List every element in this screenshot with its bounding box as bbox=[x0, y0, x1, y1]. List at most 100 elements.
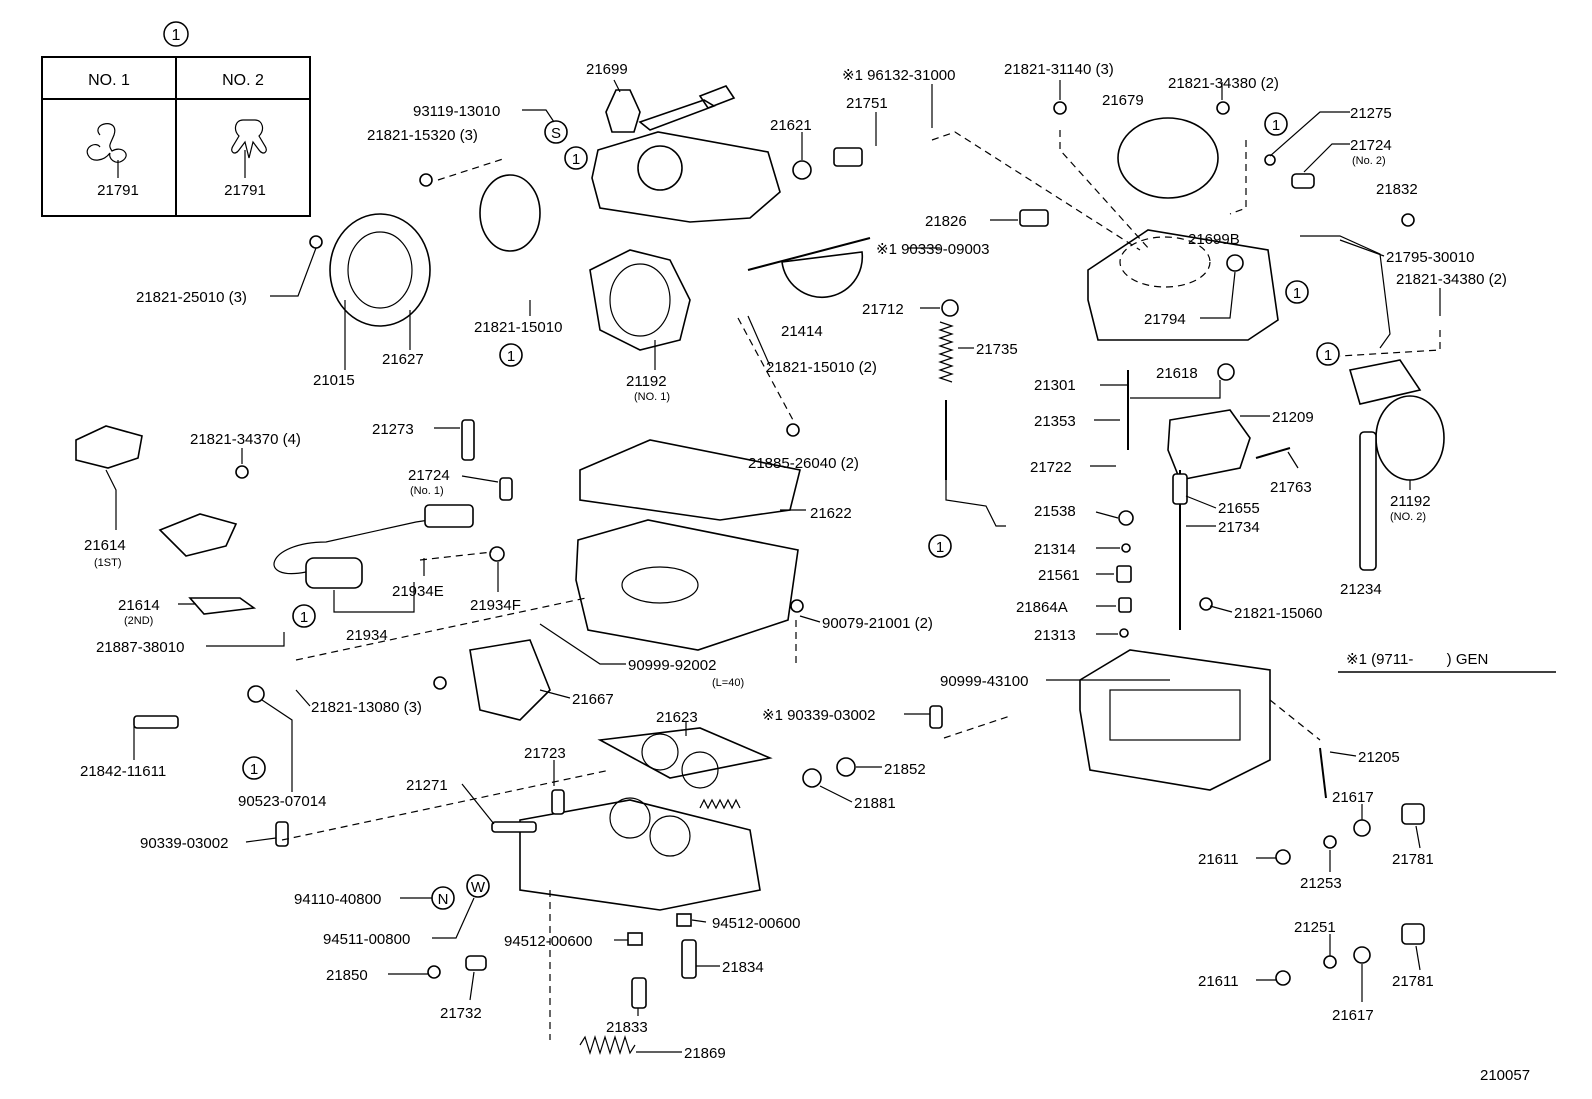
clip-no2-icon bbox=[231, 119, 267, 159]
label-21869: 21869 bbox=[684, 1045, 726, 1062]
pin-21763-icon bbox=[1255, 447, 1291, 459]
bolt-21821-15060-icon bbox=[1199, 597, 1213, 611]
screw-21834-icon bbox=[681, 939, 697, 979]
leader-21887 bbox=[206, 632, 285, 647]
float-bowl-drawing bbox=[1079, 649, 1271, 791]
label-21273: 21273 bbox=[372, 421, 414, 438]
label-21618: 21618 bbox=[1156, 365, 1198, 382]
label-90523-07014: 90523-07014 bbox=[238, 793, 326, 810]
label-21192a: 21192 bbox=[626, 373, 667, 390]
label-21852: 21852 bbox=[884, 761, 926, 778]
label-21313: 21313 bbox=[1034, 627, 1076, 644]
label-21015: 21015 bbox=[313, 372, 355, 389]
float-21209-drawing bbox=[1167, 409, 1251, 481]
pump-21667-drawing bbox=[469, 639, 551, 721]
mark-1-b: 1 bbox=[507, 348, 515, 365]
label-21253: 21253 bbox=[1300, 875, 1342, 892]
label-21735: 21735 bbox=[976, 341, 1018, 358]
label-21699B: 21699B bbox=[1188, 231, 1240, 248]
spring-21724b-icon bbox=[1291, 173, 1315, 189]
label-21192b: 21192 bbox=[1390, 493, 1431, 510]
throttle-bore-a-drawing bbox=[609, 797, 651, 839]
mark-1-c: 1 bbox=[1272, 117, 1280, 134]
dash-line-f bbox=[295, 597, 587, 661]
washer-21617a-icon bbox=[1353, 819, 1371, 837]
label-21627: 21627 bbox=[382, 351, 424, 368]
label-21353: 21353 bbox=[1034, 413, 1076, 430]
jet-21864A-icon bbox=[1118, 597, 1132, 613]
label-21561: 21561 bbox=[1038, 567, 1080, 584]
washer-21881-icon bbox=[802, 768, 822, 788]
label-94110-40800: 94110-40800 bbox=[294, 891, 381, 908]
connector-drawing bbox=[638, 85, 736, 131]
washer-21794-icon bbox=[1226, 254, 1244, 272]
screw-21253-icon bbox=[1323, 835, 1337, 849]
label-21251: 21251 bbox=[1294, 919, 1336, 936]
label-21614b: 21614 bbox=[118, 597, 160, 614]
carb-body-bore1-drawing bbox=[621, 566, 699, 604]
diagram-id: 210057 bbox=[1480, 1067, 1530, 1084]
label-90339-09003: ※1 90339-09003 bbox=[876, 241, 990, 258]
assembly-lines bbox=[281, 130, 1441, 1040]
mark-1-b-circle bbox=[499, 343, 523, 367]
label-21881: 21881 bbox=[854, 795, 896, 812]
label-21795-30010: 21795-30010 bbox=[1386, 249, 1474, 266]
leader-21781b bbox=[1415, 945, 1421, 971]
label-21821-31140: 21821-31140 (3) bbox=[1004, 61, 1114, 78]
spring-21732-icon bbox=[465, 955, 487, 971]
ball-21313-icon bbox=[1119, 628, 1129, 638]
dash-line-i bbox=[943, 715, 1011, 739]
diaphragm-21679-drawing bbox=[1117, 117, 1219, 199]
mark-1-h: 1 bbox=[250, 761, 258, 778]
dash-line-l bbox=[737, 317, 794, 421]
leader-21614a bbox=[105, 469, 117, 530]
label-21271: 21271 bbox=[406, 777, 448, 794]
plate-21414-drawing bbox=[781, 251, 864, 299]
leader-21794 bbox=[1200, 271, 1236, 319]
label-21821-34370: 21821-34370 (4) bbox=[190, 431, 301, 448]
air-horn-right-bore-drawing bbox=[1119, 236, 1211, 288]
label-21712: 21712 bbox=[862, 301, 904, 318]
plate-21614-drawing bbox=[188, 597, 257, 615]
label-21864A: 21864A bbox=[1016, 599, 1068, 616]
label-21842-11611: 21842-11611 bbox=[80, 763, 166, 780]
label-21934: 21934 bbox=[346, 627, 388, 644]
leader-90523 bbox=[261, 699, 293, 792]
plug-21781b-icon bbox=[1401, 923, 1425, 945]
label-21834: 21834 bbox=[722, 959, 764, 976]
leader-21881 bbox=[819, 785, 853, 803]
leader-21275 bbox=[1269, 111, 1350, 157]
spring-21724a-icon bbox=[499, 477, 513, 501]
label-21821-34380b: 21821-34380 (2) bbox=[1396, 271, 1507, 288]
pipe-21234-drawing bbox=[1359, 431, 1377, 571]
gasket-bore-b-drawing bbox=[681, 751, 719, 789]
gasket-21623-drawing bbox=[597, 727, 773, 779]
fitting-21751-icon bbox=[833, 147, 863, 167]
label-21833: 21833 bbox=[606, 1019, 648, 1036]
label-21887-38010: 21887-38010 bbox=[96, 639, 184, 656]
label-21751: 21751 bbox=[846, 95, 888, 112]
screw-21271-icon bbox=[491, 821, 537, 833]
air-horn-drawing bbox=[591, 131, 781, 223]
symbol-s-circle bbox=[544, 120, 568, 144]
seal-21611b-icon bbox=[1275, 970, 1291, 986]
clip-no1-icon bbox=[86, 123, 127, 163]
label-21781b: 21781 bbox=[1392, 973, 1434, 990]
label-21821-34380a: 21821-34380 (2) bbox=[1168, 75, 1279, 92]
choke-housing-inner-drawing bbox=[347, 231, 413, 309]
part-drawings bbox=[75, 85, 1445, 1056]
label-21826: 21826 bbox=[925, 213, 967, 230]
screw-21833-icon bbox=[631, 977, 647, 1009]
dash-line-b bbox=[931, 131, 1141, 251]
label-21275: 21275 bbox=[1350, 105, 1392, 122]
symbol-s: S bbox=[551, 125, 561, 142]
bolt-21821-34380-icon bbox=[1216, 101, 1230, 115]
gasket-21622-drawing bbox=[579, 439, 801, 521]
throttle-spring-drawing bbox=[699, 798, 741, 810]
leader-21795 bbox=[1339, 239, 1385, 257]
label-21614a-sub: (1ST) bbox=[94, 557, 122, 569]
label-90999-43100: 90999-43100 bbox=[940, 673, 1028, 690]
seal-21611a-icon bbox=[1275, 849, 1291, 865]
gasket-bore-a-drawing bbox=[641, 733, 679, 771]
